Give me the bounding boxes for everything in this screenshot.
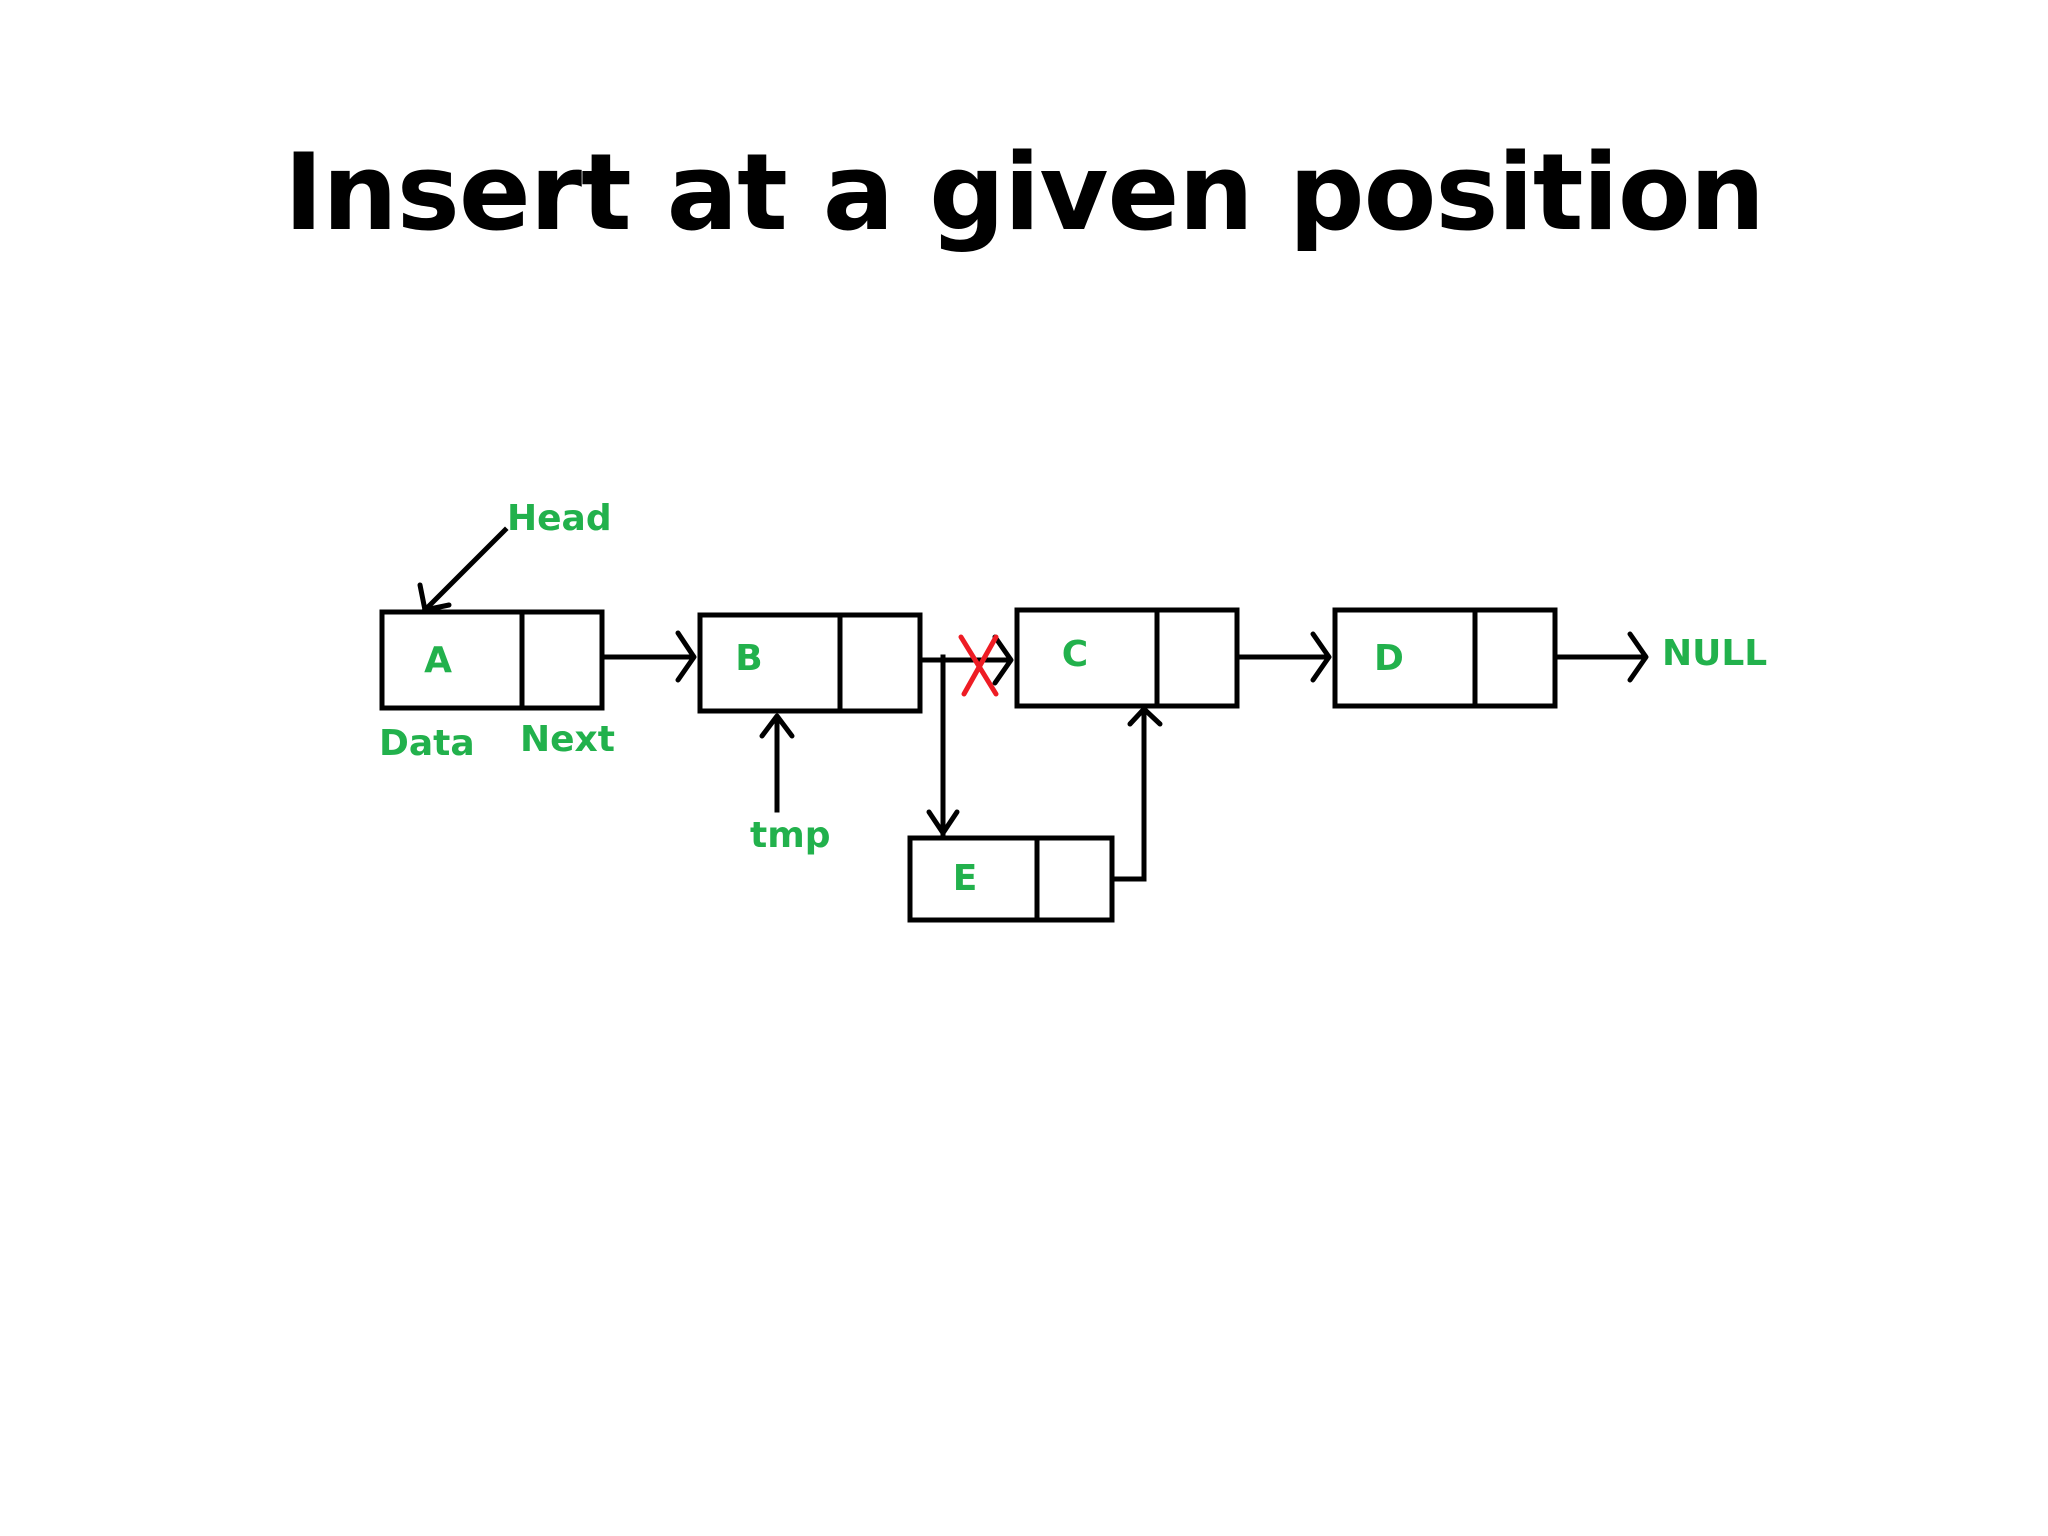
node-d-data-label: D	[1374, 638, 1404, 679]
node-d: D	[1332, 607, 1558, 709]
node-b-data-label: B	[735, 638, 762, 679]
cross-mark-icon	[958, 634, 999, 697]
edge-d-to-null	[1552, 631, 1649, 683]
data-field-label: Data	[379, 723, 475, 764]
tmp-label: tmp	[750, 815, 831, 856]
node-e: E	[907, 835, 1115, 923]
edge-b-to-e	[926, 654, 960, 836]
node-c-data-label: C	[1062, 634, 1088, 675]
node-a-box	[379, 609, 605, 711]
node-d-box	[1332, 607, 1558, 709]
node-b-box	[697, 612, 923, 714]
node-c: C	[1014, 607, 1240, 709]
node-c-box	[1014, 607, 1240, 709]
node-a: A	[379, 609, 605, 711]
next-field-label: Next	[520, 719, 615, 760]
edge-e-to-c	[1109, 706, 1163, 882]
null-label: NULL	[1662, 633, 1767, 674]
tmp-pointer-arrow	[759, 713, 795, 813]
slide-title: Insert at a given position	[283, 131, 1765, 254]
edge-b-to-c-removed	[917, 634, 1014, 686]
edge-a-to-b	[599, 630, 697, 683]
node-a-data-label: A	[424, 640, 452, 681]
node-e-box	[907, 835, 1115, 923]
node-e-data-label: E	[953, 858, 978, 899]
node-b: B	[697, 612, 923, 714]
edge-c-to-d	[1234, 631, 1332, 683]
head-pointer-arrow	[417, 526, 509, 614]
head-label: Head	[507, 498, 612, 539]
